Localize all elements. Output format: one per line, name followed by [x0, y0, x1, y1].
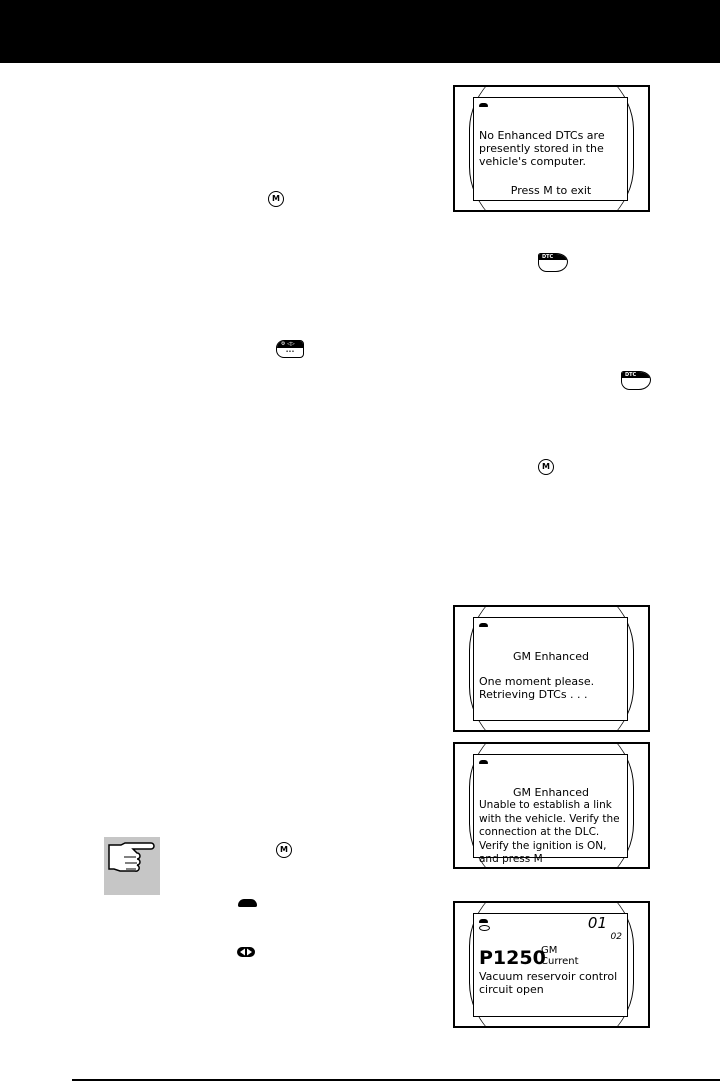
vehicle-icon — [479, 919, 488, 923]
scanner-display-link-error: GM Enhanced Unable to establish a link w… — [453, 742, 650, 869]
m-button-icon: M — [538, 459, 554, 475]
link-button-icon: ⚙ ◁▷ ••• — [276, 340, 304, 358]
vehicle-icon — [479, 623, 488, 627]
m-button-icon: M — [276, 842, 292, 858]
dtc-counter-current: 01 — [587, 914, 607, 932]
message-line: presently stored in the — [479, 142, 604, 155]
note-hand-icon — [104, 837, 160, 895]
dtc-counter-total: 02 — [610, 932, 622, 942]
footer-rule — [72, 1079, 720, 1081]
definition-line: Vacuum reservoir control — [479, 970, 618, 983]
lcd-screen: No Enhanced DTCs are presently stored in… — [473, 97, 628, 201]
dtc-label: DTC — [622, 372, 650, 378]
dtc-button-icon: DTC — [621, 371, 651, 390]
screen-title: GM Enhanced — [513, 786, 589, 799]
screen-message: Unable to establish a link with the vehi… — [479, 799, 623, 867]
dtc-label: DTC — [539, 254, 567, 260]
message-line: Unable to establish a link — [479, 799, 612, 811]
lcd-screen: 01 02 P1250 GM Current Vacuum reservoir … — [473, 913, 628, 1017]
message-line: One moment please. — [479, 675, 595, 688]
message-line: with the vehicle. Verify the — [479, 812, 620, 825]
message-line: Verify the ignition is ON, — [479, 839, 607, 852]
dtc-status: Current — [541, 956, 579, 967]
lcd-screen: GM Enhanced Unable to establish a link w… — [473, 754, 628, 865]
message-line: No Enhanced DTCs are — [479, 129, 605, 142]
vehicle-icon — [238, 899, 257, 907]
vehicle-icon — [479, 103, 488, 107]
message-line: Retrieving DTCs . . . — [479, 688, 588, 701]
message-line: vehicle's computer. — [479, 155, 586, 168]
vehicle-icon — [479, 760, 488, 764]
screen-message: No Enhanced DTCs are presently stored in… — [479, 129, 623, 168]
m-button-icon: M — [268, 191, 284, 207]
device-bezel — [469, 87, 634, 210]
lcd-screen: GM Enhanced One moment please. Retrievin… — [473, 617, 628, 721]
screen-message: One moment please. Retrieving DTCs . . . — [479, 675, 623, 701]
message-line: and press M — [479, 853, 543, 865]
definition-line: circuit open — [479, 983, 544, 996]
device-bezel — [469, 744, 634, 867]
scanner-display-no-dtcs: No Enhanced DTCs are presently stored in… — [453, 85, 650, 212]
scanner-display-retrieving: GM Enhanced One moment please. Retrievin… — [453, 605, 650, 732]
dtc-button-icon: DTC — [538, 253, 568, 272]
dtc-code: P1250 — [479, 947, 546, 969]
screen-title: GM Enhanced — [513, 650, 589, 663]
dtc-type: GM Current — [541, 945, 579, 967]
mil-icon — [479, 925, 490, 931]
header-bar — [0, 0, 720, 63]
dtc-manufacturer: GM — [541, 945, 558, 956]
device-bezel — [469, 607, 634, 730]
scanner-display-dtc: 01 02 P1250 GM Current Vacuum reservoir … — [453, 901, 650, 1028]
dtc-definition: Vacuum reservoir control circuit open — [479, 970, 623, 996]
link-button-top: ⚙ ◁▷ — [277, 341, 303, 348]
link-button-bottom: ••• — [285, 349, 295, 355]
device-bezel — [469, 903, 634, 1026]
screen-footer: Press M to exit — [510, 184, 592, 197]
message-line: connection at the DLC. — [479, 826, 600, 838]
left-right-arrows-icon — [236, 942, 256, 957]
